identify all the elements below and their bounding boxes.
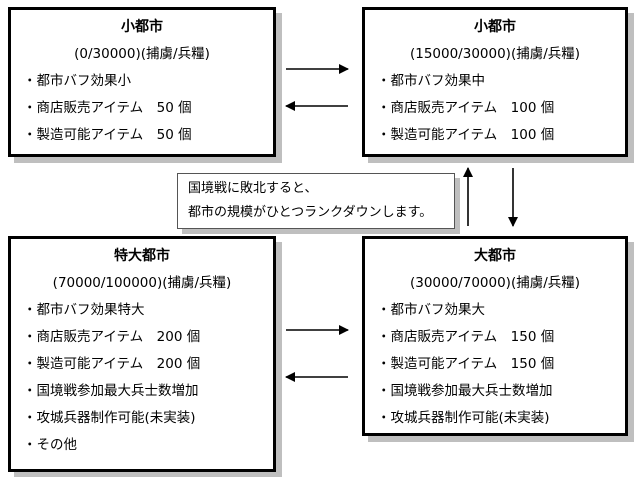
box-item: ・攻城兵器制作可能(未実装)	[23, 410, 196, 426]
box-range: (15000/30000)(捕虜/兵糧)	[409, 46, 581, 62]
box-item: ・都市バフ効果大	[377, 302, 485, 318]
box-item: ・都市バフ効果小	[23, 73, 131, 89]
box-item: ・製造可能アイテム 200 個	[23, 356, 201, 372]
city-box-extra-large: 特大都市 (70000/100000)(捕虜/兵糧) ・都市バフ効果特大 ・商店…	[8, 236, 276, 472]
city-box-small-upgraded: 小都市 (15000/30000)(捕虜/兵糧) ・都市バフ効果中 ・商店販売ア…	[362, 7, 628, 157]
box-title: 小都市	[474, 19, 516, 35]
box-item: ・その他	[23, 437, 77, 453]
note-line-2: 都市の規模がひとつランクダウンします。	[188, 205, 433, 220]
box-item: ・製造可能アイテム 150 個	[377, 356, 555, 372]
box-item: ・都市バフ効果中	[377, 73, 485, 89]
box-item: ・製造可能アイテム 50 個	[23, 127, 192, 143]
city-box-large: 大都市 (30000/70000)(捕虜/兵糧) ・都市バフ効果大 ・商店販売ア…	[362, 236, 628, 436]
note-line-1: 国境戦に敗北すると、	[188, 181, 318, 196]
box-range: (0/30000)(捕虜/兵糧)	[74, 46, 210, 62]
box-item: ・攻城兵器制作可能(未実装)	[377, 410, 550, 426]
box-item: ・国境戦参加最大兵士数増加	[23, 383, 199, 399]
box-item: ・国境戦参加最大兵士数増加	[377, 383, 553, 399]
rank-down-note: 国境戦に敗北すると、 都市の規模がひとつランクダウンします。	[177, 173, 455, 229]
box-range: (30000/70000)(捕虜/兵糧)	[409, 275, 581, 291]
box-item: ・製造可能アイテム 100 個	[377, 127, 555, 143]
box-item: ・商店販売アイテム 200 個	[23, 329, 201, 345]
box-title: 小都市	[121, 19, 163, 35]
box-title: 特大都市	[114, 248, 170, 264]
box-item: ・商店販売アイテム 150 個	[377, 329, 555, 345]
box-item: ・商店販売アイテム 50 個	[23, 100, 192, 116]
box-range: (70000/100000)(捕虜/兵糧)	[52, 275, 232, 291]
box-item: ・商店販売アイテム 100 個	[377, 100, 555, 116]
box-item: ・都市バフ効果特大	[23, 302, 145, 318]
box-title: 大都市	[474, 248, 516, 264]
city-box-small-initial: 小都市 (0/30000)(捕虜/兵糧) ・都市バフ効果小 ・商店販売アイテム …	[8, 7, 276, 157]
